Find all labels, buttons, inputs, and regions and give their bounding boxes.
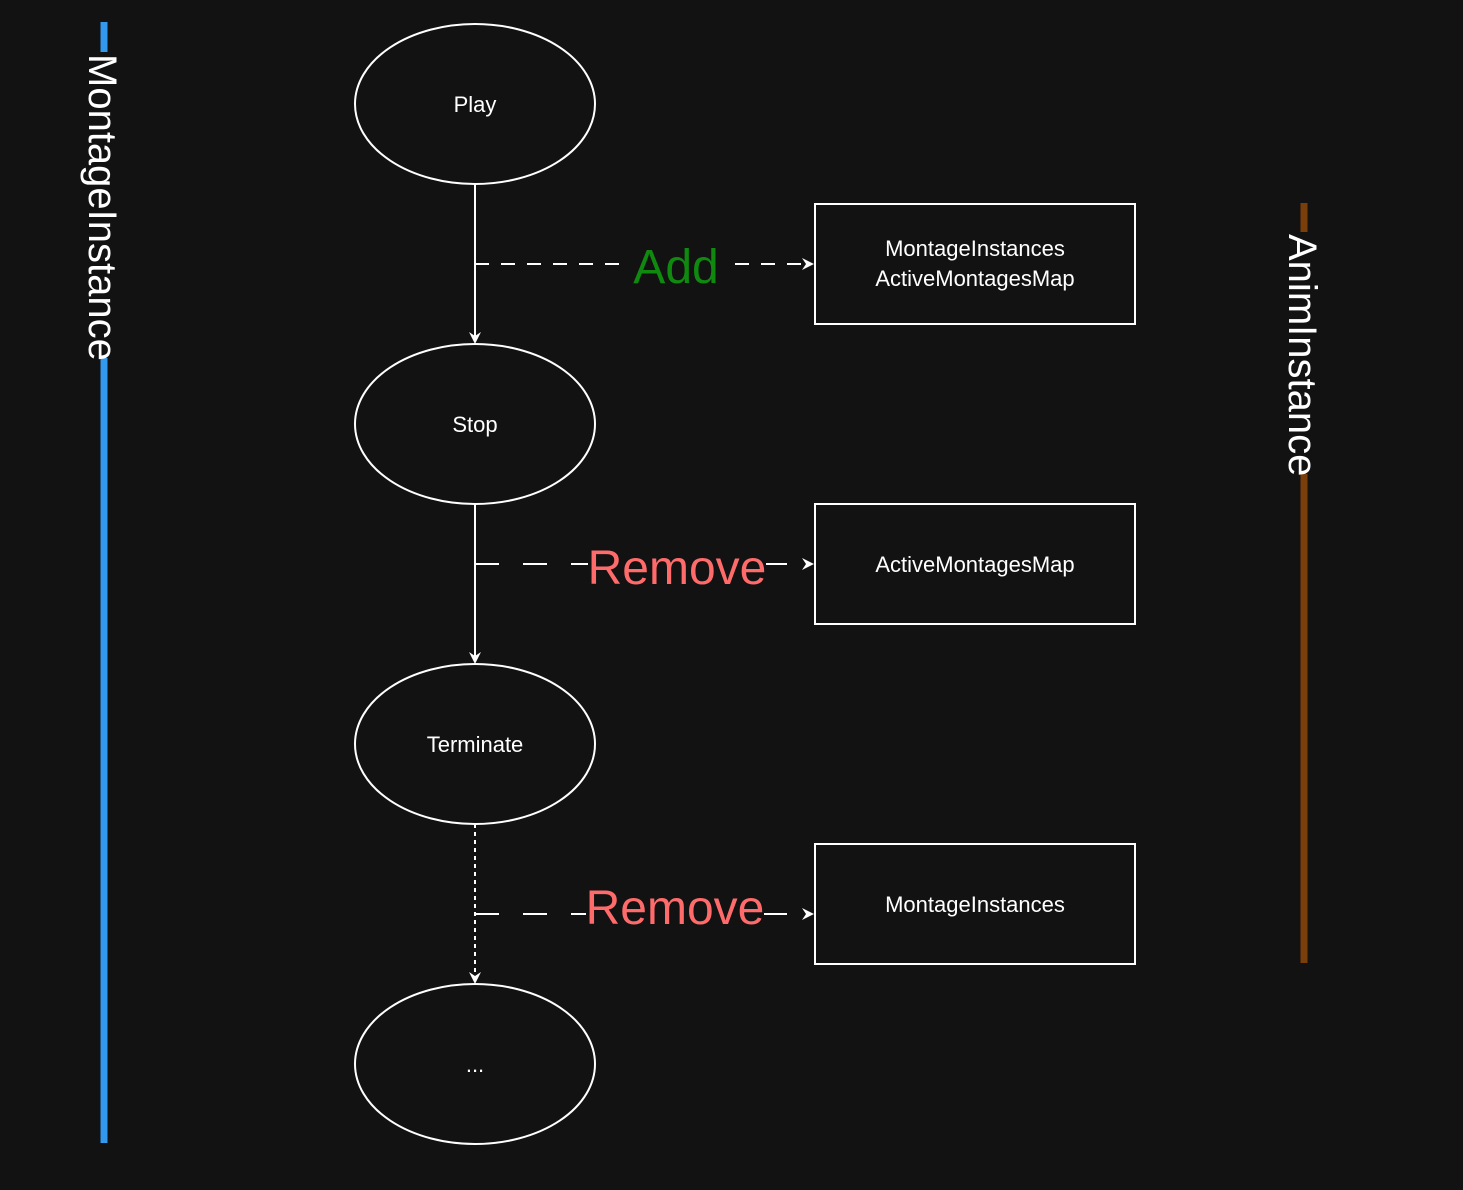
box1-line2: ActiveMontagesMap xyxy=(875,266,1074,291)
play-state-label: Play xyxy=(454,92,497,117)
add-label-bg xyxy=(627,240,725,290)
stop-state-node: Stop xyxy=(354,343,596,505)
montage-instance-lane-label: MontageInstance xyxy=(80,54,124,361)
remove2-label-bg xyxy=(586,886,764,936)
box2-label: ActiveMontagesMap xyxy=(875,552,1074,577)
anim-instance-lane-label: AnimInstance xyxy=(1280,234,1324,476)
montage-instances-active-map-box: MontageInstances ActiveMontagesMap xyxy=(814,203,1136,325)
remove1-label-bg xyxy=(588,540,766,590)
active-montages-map-box: ActiveMontagesMap xyxy=(814,503,1136,625)
montage-instances-box: MontageInstances xyxy=(814,843,1136,965)
remove-action-label-2: Remove xyxy=(586,882,765,935)
terminate-state-label: Terminate xyxy=(427,732,524,757)
more-state-label: ... xyxy=(466,1052,484,1077)
stop-state-label: Stop xyxy=(452,412,497,437)
box3-label: MontageInstances xyxy=(885,892,1065,917)
add-action-label: Add xyxy=(633,241,718,294)
play-state-node: Play xyxy=(354,23,596,185)
montage-lane-label-bg xyxy=(82,52,126,358)
remove-action-label-1: Remove xyxy=(588,542,767,595)
more-state-node: ... xyxy=(354,983,596,1145)
terminate-state-node: Terminate xyxy=(354,663,596,825)
box1-line1: MontageInstances xyxy=(885,236,1065,261)
anim-lane-label-bg xyxy=(1282,232,1326,474)
